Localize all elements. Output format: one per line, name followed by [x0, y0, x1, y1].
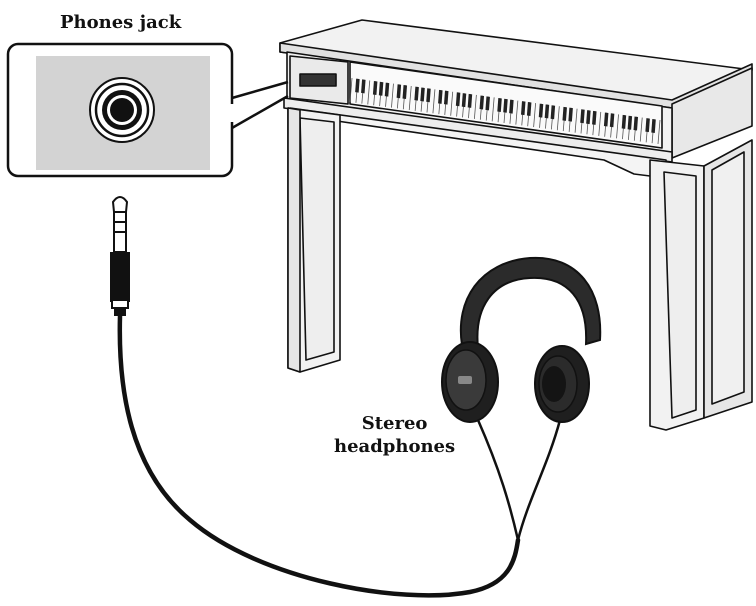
piano-black-key — [544, 104, 550, 119]
piano-key — [391, 83, 394, 108]
piano-key — [574, 108, 578, 133]
stereo-headphones-label-line2: headphones — [334, 436, 456, 457]
piano-key — [533, 103, 537, 128]
piano-black-key — [526, 101, 532, 116]
piano-black-key — [414, 86, 419, 101]
piano-black-key — [621, 114, 627, 129]
piano-black-key — [355, 78, 360, 93]
headphones-icon — [441, 256, 602, 423]
piano-black-key — [562, 106, 567, 121]
piano-icon — [279, 19, 753, 431]
piano-key — [367, 80, 371, 105]
piano-black-key — [402, 85, 408, 100]
piano-black-key — [361, 79, 366, 94]
piano-black-key — [645, 118, 650, 133]
piano-black-key — [467, 93, 473, 108]
piano-black-key — [609, 113, 615, 128]
piano-black-key — [503, 98, 508, 113]
piano-black-key — [586, 110, 591, 125]
piano-black-key — [538, 103, 544, 118]
piano-key — [349, 77, 353, 103]
piano-key — [450, 91, 454, 116]
piano-black-key — [455, 92, 461, 107]
piano-key — [616, 114, 619, 139]
stereo-headphones-label: Stereo headphones — [334, 412, 455, 458]
piano-black-key — [396, 84, 402, 99]
piano-black-key — [443, 90, 449, 105]
piano-key — [657, 119, 661, 145]
piano-key — [432, 89, 436, 114]
phone-plug-icon — [110, 196, 130, 316]
piano-black-key — [520, 101, 526, 116]
piano-black-key — [509, 99, 514, 114]
piano-key — [515, 100, 519, 125]
piano-black-key — [426, 88, 431, 103]
piano-key — [473, 94, 477, 119]
piano-black-key — [568, 107, 573, 122]
piano-black-key — [603, 112, 609, 127]
piano-black-key — [627, 115, 633, 130]
piano-key — [491, 97, 495, 122]
piano-black-key — [550, 105, 556, 120]
stereo-headphones-label-line1: Stereo — [361, 413, 428, 434]
phones-jack-label: Phones jack — [60, 12, 182, 33]
piano-black-key — [497, 97, 502, 112]
phones-jack-callout — [6, 42, 289, 178]
piano-black-key — [633, 116, 639, 131]
piano-key — [639, 117, 643, 142]
piano-black-key — [580, 109, 585, 124]
piano-black-key — [384, 82, 390, 97]
piano-black-key — [461, 93, 467, 108]
piano-key — [598, 111, 602, 136]
piano-black-key — [372, 80, 378, 95]
piano-black-key — [438, 89, 443, 104]
piano-black-key — [651, 118, 656, 133]
piano-key — [556, 106, 560, 131]
phones-jack-icon — [89, 77, 155, 143]
piano-keyboard — [349, 77, 661, 145]
piano-black-key — [479, 95, 485, 110]
piano-black-key — [420, 87, 425, 102]
piano-black-key — [485, 96, 490, 111]
cable-icon — [117, 313, 521, 598]
piano-black-key — [592, 110, 597, 125]
piano-key — [408, 86, 412, 111]
piano-black-key — [378, 81, 384, 96]
